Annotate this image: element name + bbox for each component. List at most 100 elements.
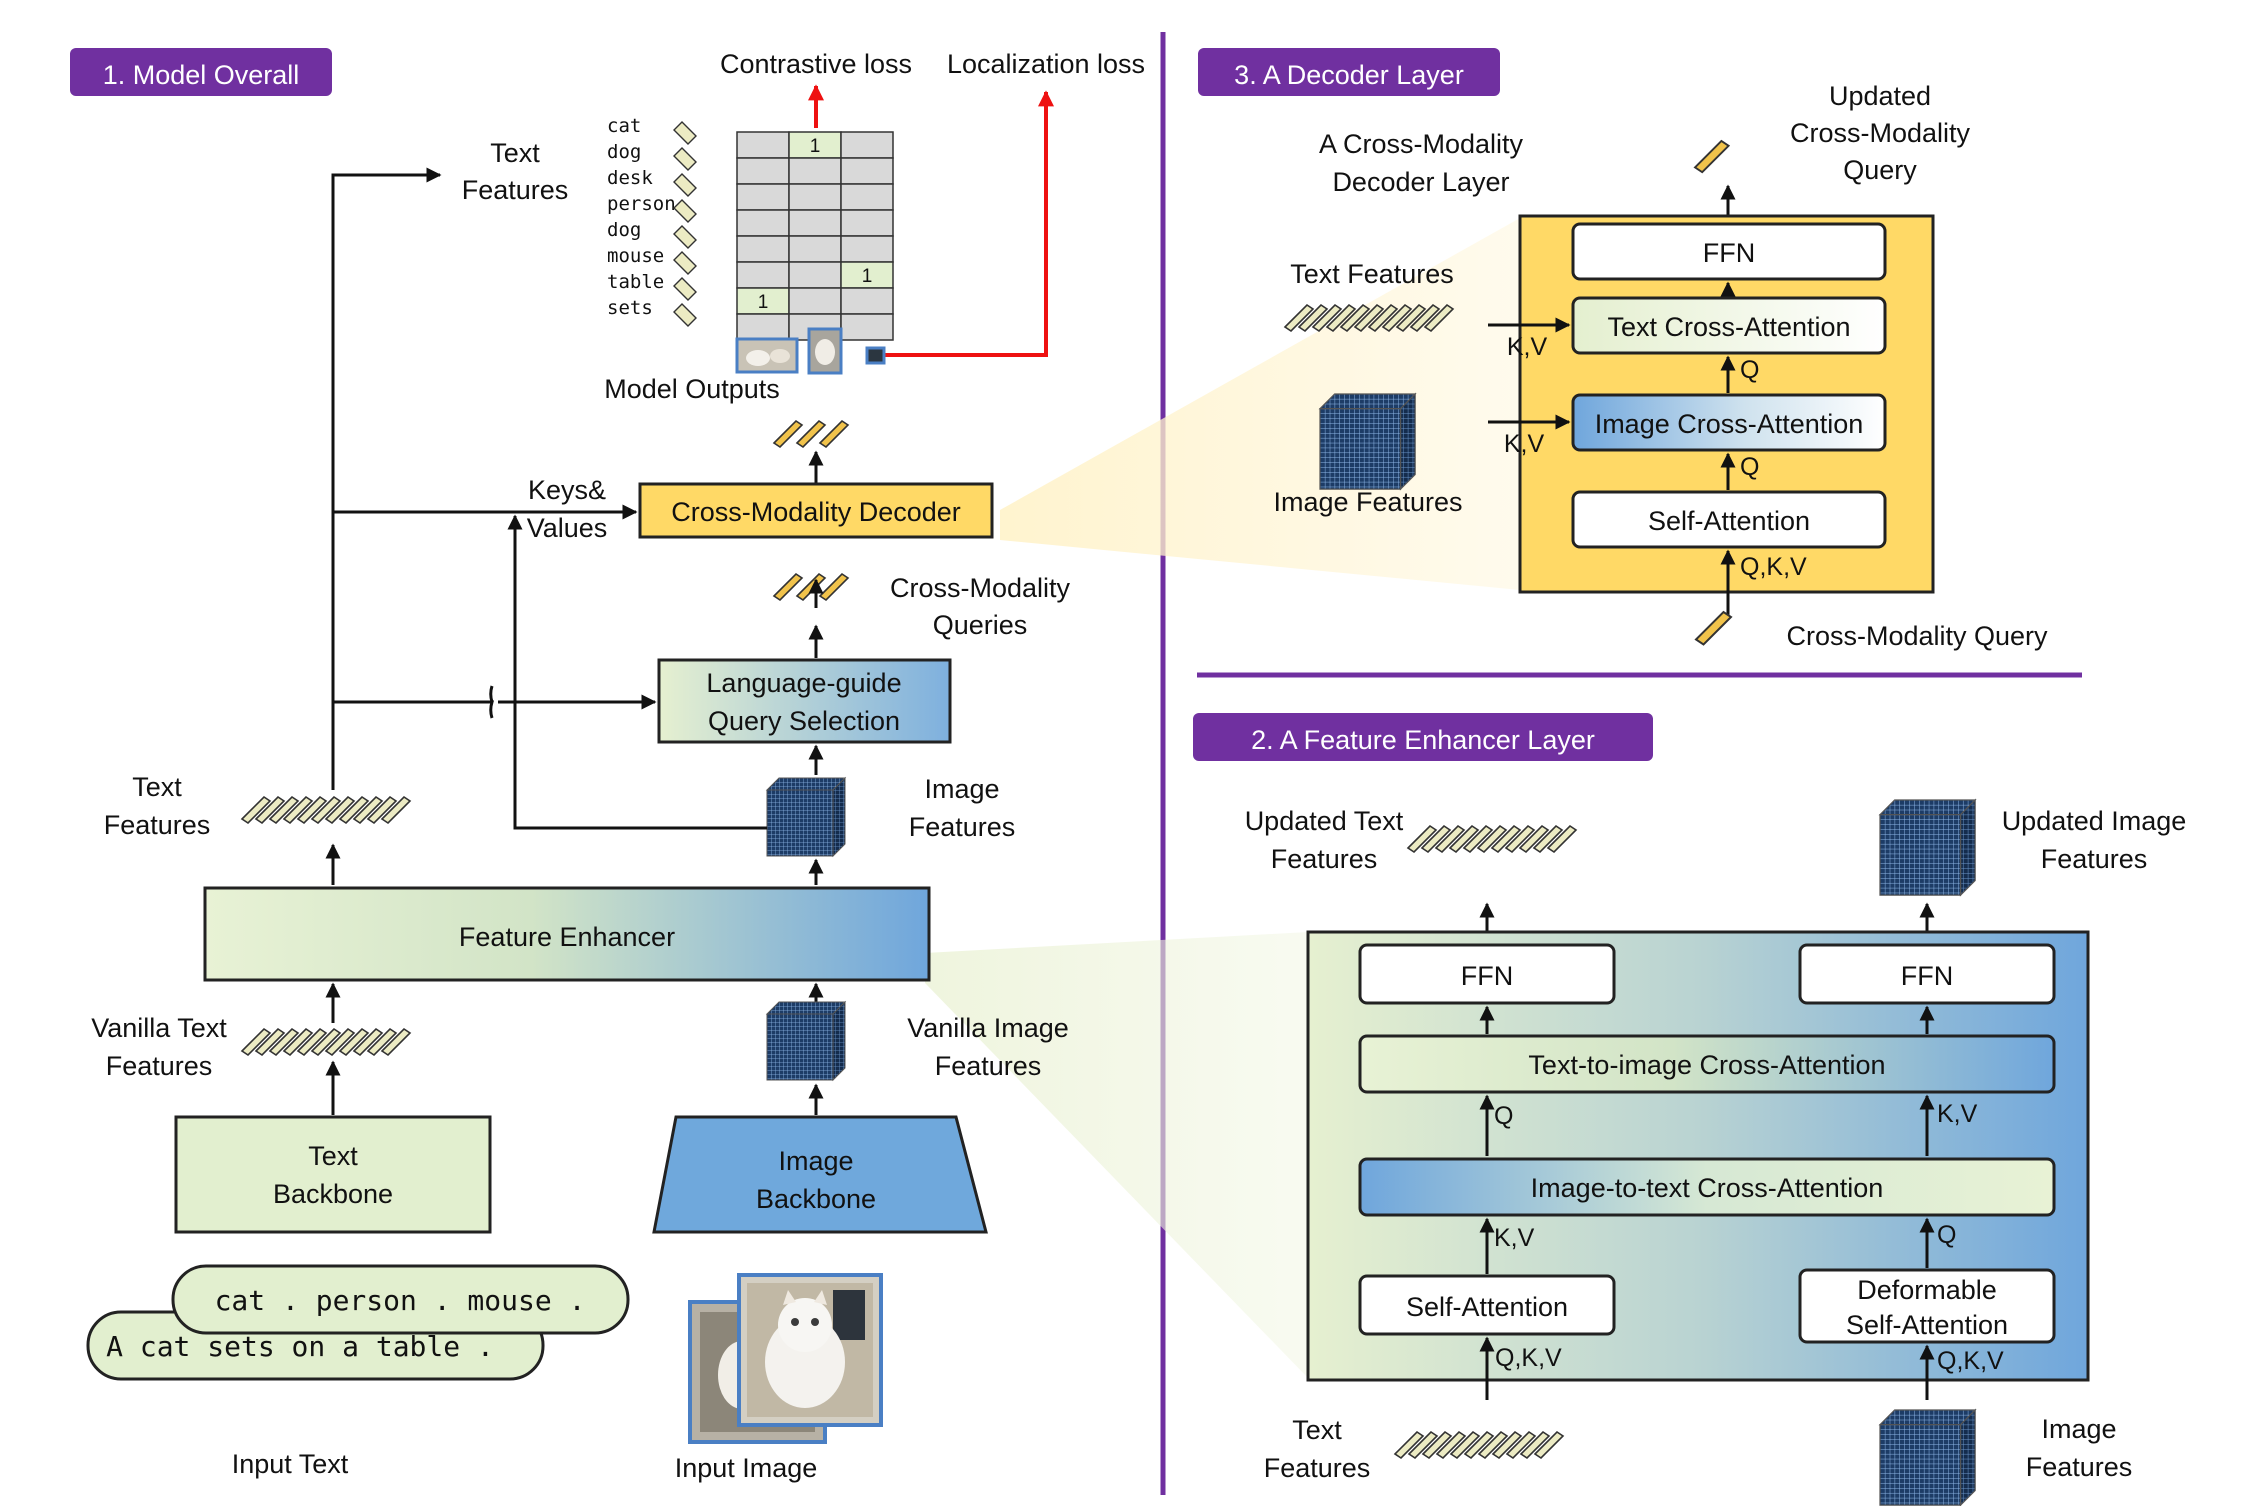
text-to-image-cross-attention: Text-to-image Cross-Attention xyxy=(1358,1034,2056,1094)
image-features-cube xyxy=(766,777,846,857)
token-word: table xyxy=(607,271,664,293)
grid-cell xyxy=(788,209,842,237)
decoder-image-features-cube xyxy=(1319,393,1416,490)
section-header-enhancer: 2. A Feature Enhancer Layer xyxy=(1193,713,1653,761)
output-query-sticks xyxy=(773,420,849,448)
text-features-top-label: Features xyxy=(462,175,569,205)
cross-modality-decoder: Cross-Modality Decoder xyxy=(638,482,994,539)
updated-text-features-label: Updated Text xyxy=(1245,806,1404,836)
input-text-label: Input Text xyxy=(232,1449,349,1479)
grid-cell xyxy=(840,261,894,289)
text-features-top-label: Text xyxy=(490,138,540,168)
qkv-label: Q,K,V xyxy=(1740,553,1807,581)
token-word: dog xyxy=(607,219,641,241)
grid-mark: 1 xyxy=(862,266,873,287)
svg-text:Text Cross-Attention: Text Cross-Attention xyxy=(1607,312,1850,342)
enhancer-text-feature-sticks xyxy=(1394,1431,1564,1459)
grid-mark: 1 xyxy=(758,292,769,313)
qkv-label: Q,K,V xyxy=(1495,1344,1562,1372)
svg-text:Self-Attention: Self-Attention xyxy=(1648,506,1810,536)
grid-cell xyxy=(788,235,842,263)
updated-image-features-cube xyxy=(1879,799,1976,896)
enhancer-text-features-label: Features xyxy=(1264,1453,1371,1483)
q-label: Q xyxy=(1740,453,1759,481)
grid-cell xyxy=(840,287,894,315)
feature-enhancer: Feature Enhancer xyxy=(203,886,931,982)
token-word: dog xyxy=(607,141,641,163)
keys-values-label: Keys& xyxy=(528,475,606,505)
decoder-text-features-label: Text Features xyxy=(1290,259,1454,289)
text-backbone: Text Backbone xyxy=(174,1115,492,1234)
cross-modality-queries-label: Queries xyxy=(933,610,1028,640)
image-features-label: Image xyxy=(924,774,999,804)
grid-cell xyxy=(788,183,842,211)
q-label: Q xyxy=(1740,356,1759,384)
section-header-overall: 1. Model Overall xyxy=(70,48,332,96)
svg-text:2. A Feature Enhancer Layer: 2. A Feature Enhancer Layer xyxy=(1251,725,1595,755)
token-word: cat xyxy=(607,115,641,137)
token-word: sets xyxy=(607,297,653,319)
decoder-text-cross-attention: Text Cross-Attention xyxy=(1571,296,1887,355)
svg-text:cat . person . mouse .: cat . person . mouse . xyxy=(215,1284,586,1317)
text-features-label: Features xyxy=(104,810,211,840)
svg-text:Image-to-text Cross-Attention: Image-to-text Cross-Attention xyxy=(1531,1173,1884,1203)
grid-cell xyxy=(840,235,894,263)
vanilla-image-features-label: Features xyxy=(935,1051,1042,1081)
grid-cell xyxy=(736,131,790,159)
updated-query-label: Query xyxy=(1843,155,1917,185)
q-label: Q xyxy=(1937,1221,1956,1249)
decoder-layer-title: Decoder Layer xyxy=(1332,167,1509,197)
enhancer-zoom-beam xyxy=(925,932,1308,1378)
kv-label: K,V xyxy=(1507,333,1548,361)
svg-text:Deformable: Deformable xyxy=(1857,1275,1997,1305)
grid-cell xyxy=(788,287,842,315)
deformable-self-attention: Deformable Self-Attention xyxy=(1798,1268,2056,1344)
vanilla-text-features-label: Features xyxy=(106,1051,213,1081)
svg-text:Backbone: Backbone xyxy=(273,1179,393,1209)
cross-modality-query-sticks xyxy=(773,573,849,601)
svg-text:Self-Attention: Self-Attention xyxy=(1846,1310,2008,1340)
updated-image-features-label: Features xyxy=(2041,844,2148,874)
decoder-ffn: FFN xyxy=(1571,222,1887,281)
token-word: desk xyxy=(607,167,653,189)
svg-text:A cat sets on a table .: A cat sets on a table . xyxy=(106,1330,494,1363)
decoder-image-cross-attention: Image Cross-Attention xyxy=(1571,393,1887,452)
cross-modality-query-stick xyxy=(1695,611,1732,646)
updated-text-features-label: Features xyxy=(1271,844,1378,874)
grid-cell xyxy=(736,261,790,289)
grid-cell xyxy=(840,157,894,185)
svg-text:Backbone: Backbone xyxy=(756,1184,876,1214)
grid-cell xyxy=(736,157,790,185)
svg-text:3. A Decoder Layer: 3. A Decoder Layer xyxy=(1234,60,1464,90)
cross-modality-query-label: Cross-Modality Query xyxy=(1786,621,2048,651)
text-feature-sticks xyxy=(241,796,411,824)
token-word: person xyxy=(607,193,676,215)
svg-text:FFN: FFN xyxy=(1703,238,1755,268)
grid-cell xyxy=(840,313,894,341)
image-features-label: Features xyxy=(909,812,1016,842)
enhancer-image-features-label: Features xyxy=(2026,1452,2133,1482)
model-outputs-label: Model Outputs xyxy=(604,374,780,404)
svg-text:Language-guide: Language-guide xyxy=(706,668,901,698)
enhancer-self-attention: Self-Attention xyxy=(1358,1274,1616,1336)
section-header-decoder: 3. A Decoder Layer xyxy=(1198,48,1500,96)
kv-label: K,V xyxy=(1937,1100,1978,1128)
updated-text-feature-sticks xyxy=(1407,825,1577,853)
kv-label: K,V xyxy=(1494,1224,1535,1252)
grid-cell xyxy=(788,157,842,185)
token-word-list: cat dog desk person dog mouse table sets xyxy=(607,115,676,319)
updated-image-features-label: Updated Image xyxy=(2002,806,2187,836)
input-prompt-1: cat . person . mouse . xyxy=(171,1264,630,1335)
grid-cell xyxy=(736,313,790,341)
image-backbone: Image Backbone xyxy=(652,1115,988,1234)
keys-values-label: Values xyxy=(527,513,608,543)
grid-cell xyxy=(736,235,790,263)
svg-text:Feature Enhancer: Feature Enhancer xyxy=(459,922,675,952)
vanilla-image-features-label: Vanilla Image xyxy=(907,1013,1069,1043)
q-label: Q xyxy=(1494,1102,1513,1130)
svg-text:Image Cross-Attention: Image Cross-Attention xyxy=(1595,409,1864,439)
image-to-text-cross-attention: Image-to-text Cross-Attention xyxy=(1358,1157,2056,1217)
vanilla-image-features-cube xyxy=(766,1001,846,1081)
svg-text:Query Selection: Query Selection xyxy=(708,706,900,736)
input-image-label: Input Image xyxy=(675,1453,818,1483)
